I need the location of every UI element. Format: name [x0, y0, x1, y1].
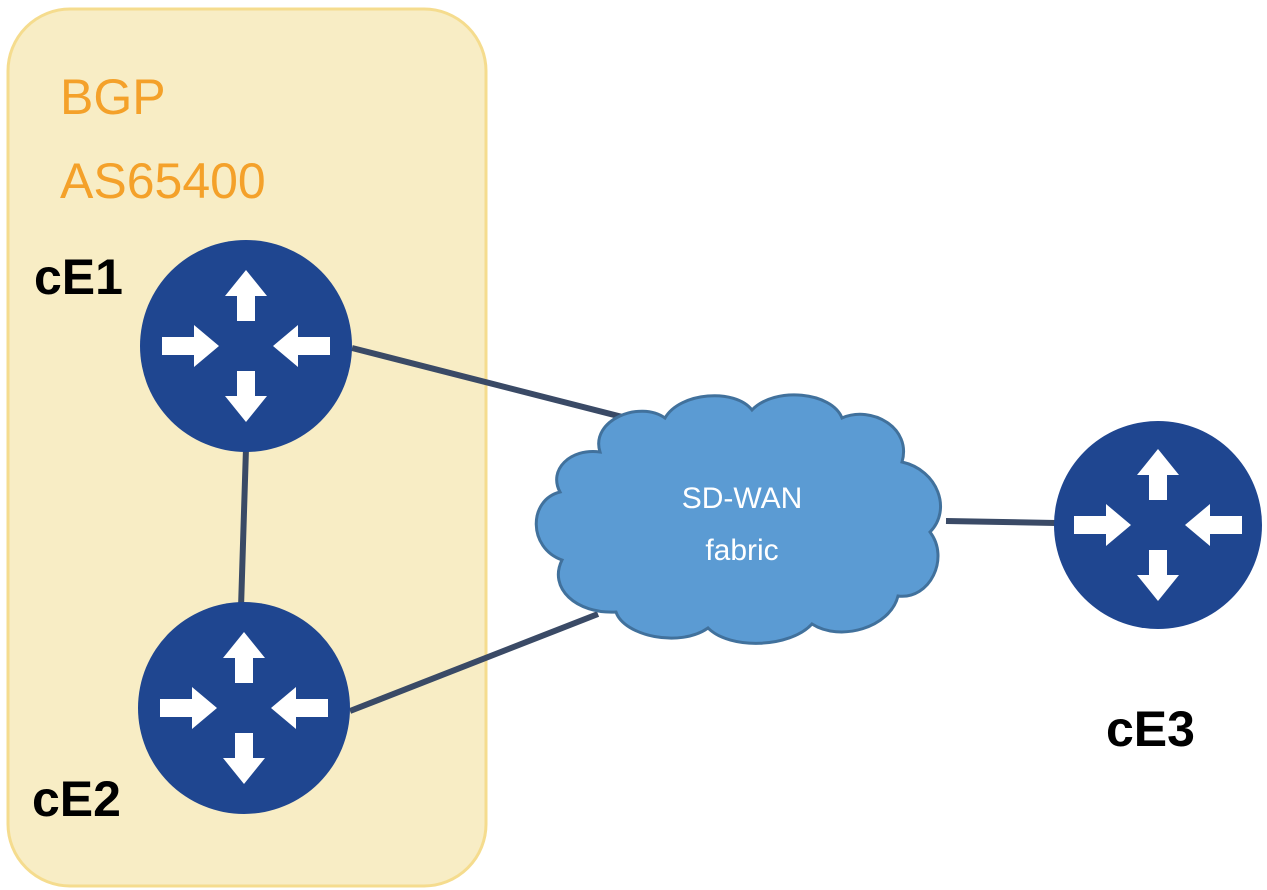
router-ce3[interactable] [1054, 421, 1262, 629]
router-ce1-label: cE1 [34, 249, 123, 305]
link-cloud-ce3 [945, 518, 1057, 526]
link-ce1-cloud [351, 345, 643, 425]
router-ce3-label: cE3 [1106, 701, 1195, 757]
router-ce1[interactable] [140, 240, 352, 452]
router-ce2[interactable] [138, 602, 350, 814]
as-number-label: AS65400 [60, 153, 266, 209]
link-ce2-cloud [348, 611, 600, 714]
router-ce2-label: cE2 [32, 771, 121, 827]
as-protocol-label: BGP [60, 69, 166, 125]
link-ce1-ce2 [238, 447, 249, 609]
sd-wan-cloud: SD-WAN fabric [534, 393, 942, 645]
cloud-label-line2: fabric [705, 534, 778, 567]
cloud-label-line1: SD-WAN [682, 482, 803, 515]
